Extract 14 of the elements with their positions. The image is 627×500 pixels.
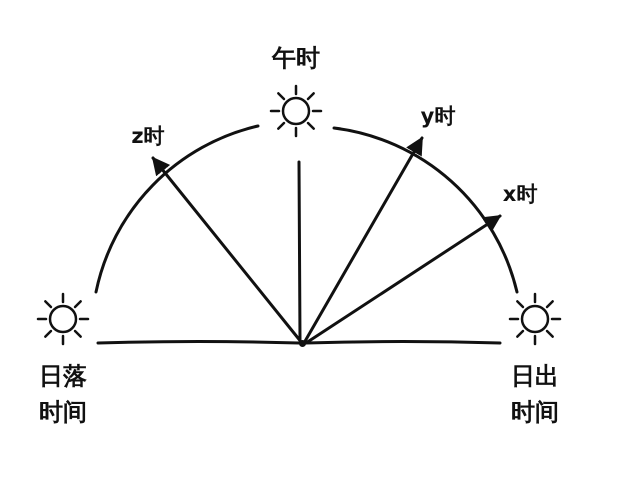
arc-line xyxy=(332,126,518,294)
arc-line xyxy=(94,124,260,294)
arrow xyxy=(302,136,424,344)
origin-point xyxy=(299,340,306,347)
arrow xyxy=(304,214,502,344)
line xyxy=(96,340,300,344)
hour-label: y时 xyxy=(410,102,466,134)
hour-label: x时 xyxy=(492,180,548,212)
time-label: 日落时间 xyxy=(38,361,88,428)
line xyxy=(304,340,502,344)
time-label: 午时 xyxy=(270,43,321,74)
time-label: 日出时间 xyxy=(510,361,560,428)
line xyxy=(298,160,302,342)
hour-label: z时 xyxy=(120,122,176,154)
